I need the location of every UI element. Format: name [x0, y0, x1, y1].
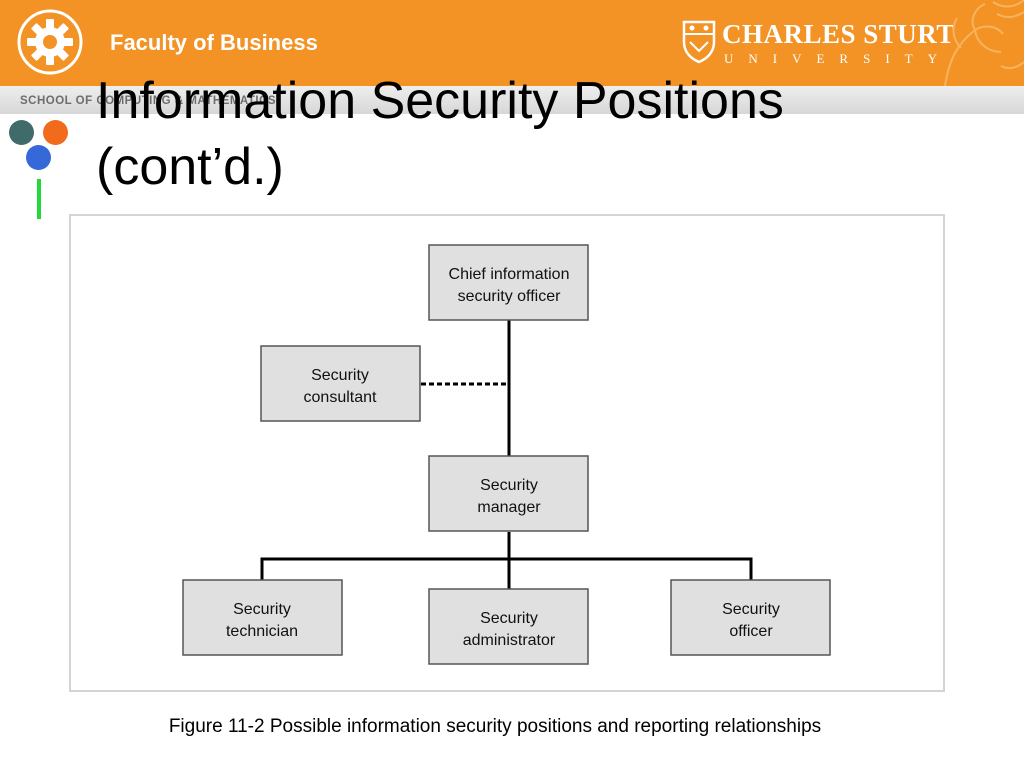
shield-crest-icon — [682, 20, 716, 64]
slide-title: Information Security Positions (cont’d.) — [96, 72, 784, 196]
accent-dot-blue — [26, 145, 51, 170]
faculty-name: Faculty of Business — [110, 30, 318, 55]
gear-icon — [17, 9, 83, 75]
header-banner: Faculty of Business CHARLES STURT UNIVER… — [0, 0, 1024, 86]
accent-line — [37, 179, 41, 219]
school-strip: SCHOOL OF COMPUTING & MATHEMATICS — [0, 86, 1024, 114]
decorative-flower-icon — [944, 0, 1024, 86]
node-label-line: Security — [233, 601, 291, 618]
node-security-administrator: Security administrator — [428, 588, 589, 665]
university-name: CHARLES STURT — [722, 19, 955, 49]
university-subtitle: UNIVERSITY — [724, 51, 952, 66]
node-label-line: security officer — [458, 288, 562, 305]
accent-dot-teal — [9, 120, 34, 145]
node-label-line: Chief information — [449, 266, 570, 283]
node-label-line: Security — [480, 477, 538, 494]
node-label-line: consultant — [304, 389, 377, 406]
figure-caption: Figure 11-2 Possible information securit… — [168, 716, 822, 737]
node-label-line: manager — [477, 499, 541, 516]
accent-dot-orange — [43, 120, 68, 145]
node-security-officer: Security officer — [670, 579, 831, 656]
node-label-line: Security — [311, 367, 369, 384]
org-chart-diagram: Chief information security officer Secur… — [182, 244, 831, 665]
node-label-line: technician — [226, 623, 298, 640]
node-label-line: Security — [722, 601, 780, 618]
edge-bus-horizontal — [260, 557, 753, 580]
node-label-line: Security — [480, 610, 538, 627]
node-security-consultant: Security consultant — [260, 345, 421, 422]
school-name: SCHOOL OF COMPUTING & MATHEMATICS — [20, 95, 277, 107]
node-security-manager: Security manager — [428, 455, 589, 532]
node-chief-information-security-officer: Chief information security officer — [428, 244, 589, 321]
node-security-technician: Security technician — [182, 579, 343, 656]
node-label-line: officer — [729, 623, 773, 640]
node-label-line: administrator — [463, 632, 556, 649]
